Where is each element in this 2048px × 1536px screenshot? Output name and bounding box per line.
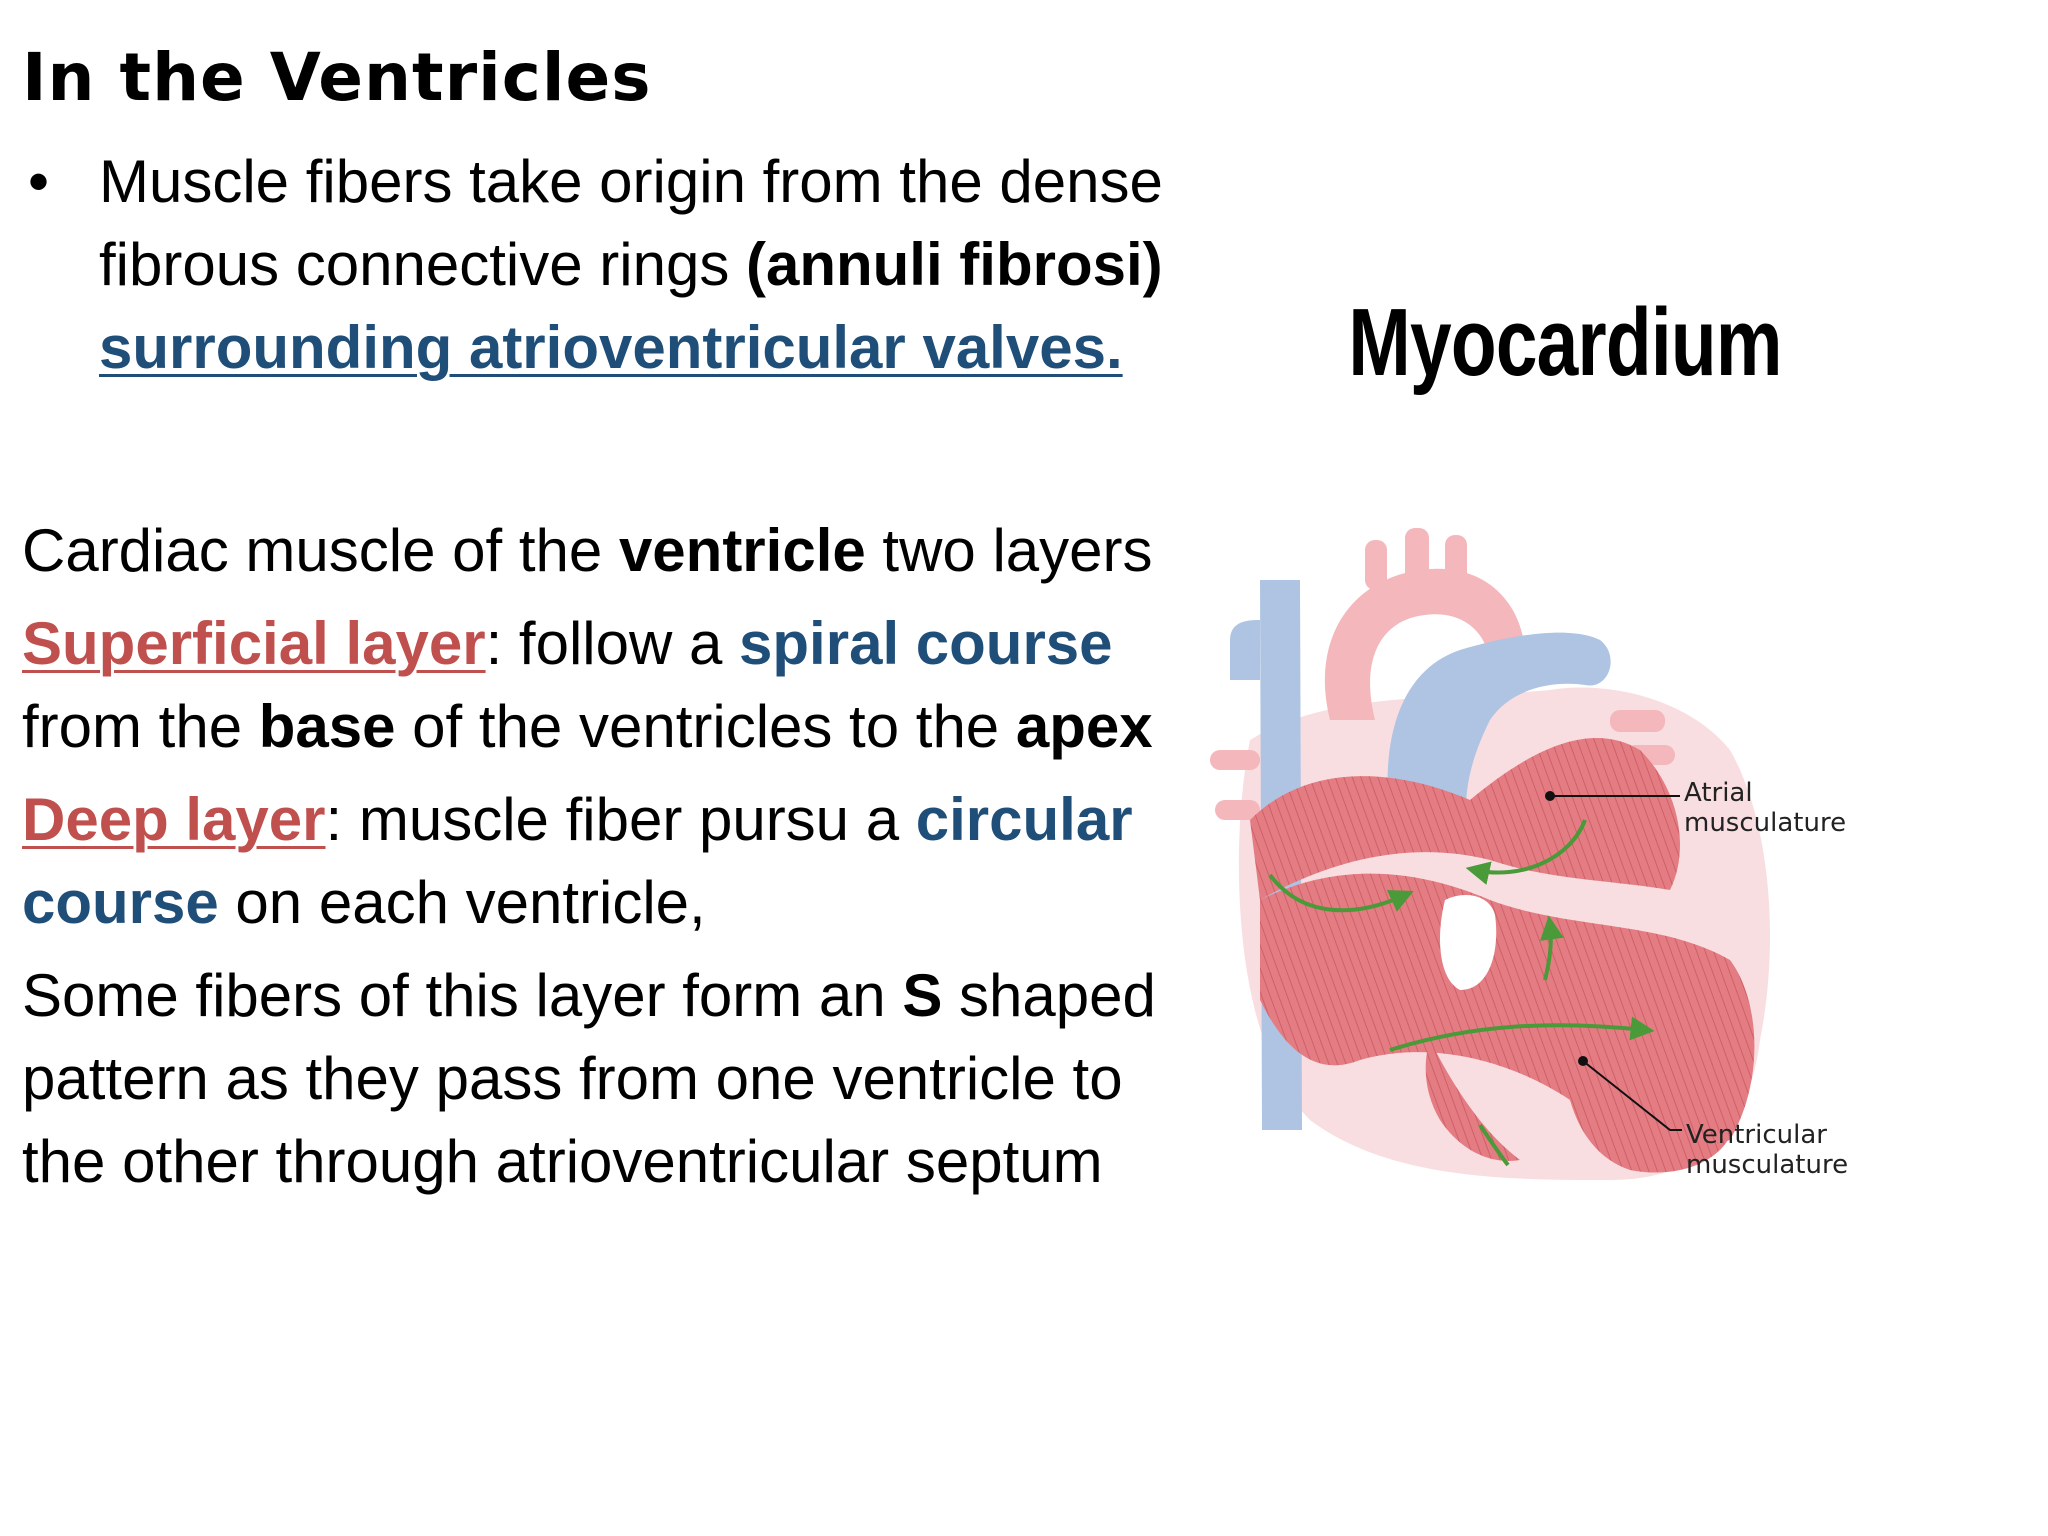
s-shape-paragraph: Some fibers of this layer form an S shap… [22, 962, 1156, 1195]
slide-title: In the Ventricles [22, 39, 652, 116]
superficial-layer-paragraph: Superficial layer: follow a spiral cours… [22, 610, 1153, 760]
fiber-arrow-1 [1268, 873, 1414, 913]
slide-body: • Muscle fibers take origin from the den… [22, 140, 1192, 1203]
ventricle-term: ventricle [618, 517, 866, 584]
base-term: base [258, 693, 396, 760]
atrioventricular-valves-link[interactable]: surrounding atrioventricular valves. [99, 314, 1123, 381]
annuli-fibrosi-term: (annuli fibrosi) [746, 231, 1163, 298]
circular-course-term: circular course [22, 786, 1133, 936]
fiber-arrow-2 [1465, 819, 1587, 885]
bullet-marker: • [28, 148, 50, 215]
ventricular-leader-line [1582, 1060, 1682, 1131]
spiral-course-term: spiral course [739, 610, 1113, 677]
fiber-arrow-3 [1540, 915, 1564, 981]
deep-layer-paragraph: Deep layer: muscle fiber pursu a circula… [22, 786, 1133, 936]
bullet-item: • Muscle fibers take origin from the den… [22, 140, 1192, 389]
atrial-musculature-label: Atrial musculature [1684, 778, 1847, 838]
pulmonary-trunk-shape [1387, 632, 1611, 840]
heart-illustration: Atrial musculature Ventricular musculatu… [1190, 520, 1910, 1200]
figure-title: Myocardium [1348, 289, 1782, 396]
layers-intro-paragraph: Cardiac muscle of the ventricle two laye… [22, 517, 1153, 584]
bullet-text: Muscle fibers take origin from the dense… [99, 148, 1163, 298]
superficial-layer-link[interactable]: Superficial layer [22, 610, 486, 677]
fiber-arrow-4 [1389, 1016, 1655, 1052]
deep-layer-link[interactable]: Deep layer [22, 786, 326, 853]
s-shape-term: S [902, 962, 943, 1029]
apex-term: apex [1015, 693, 1153, 760]
ventricular-musculature-label: Ventricular musculature [1686, 1120, 1849, 1180]
aorta-shape [1324, 568, 1526, 720]
atrial-musculature-shape [1250, 738, 1680, 900]
heart-musculature-image [1210, 528, 1770, 1180]
spacer [22, 389, 1192, 509]
